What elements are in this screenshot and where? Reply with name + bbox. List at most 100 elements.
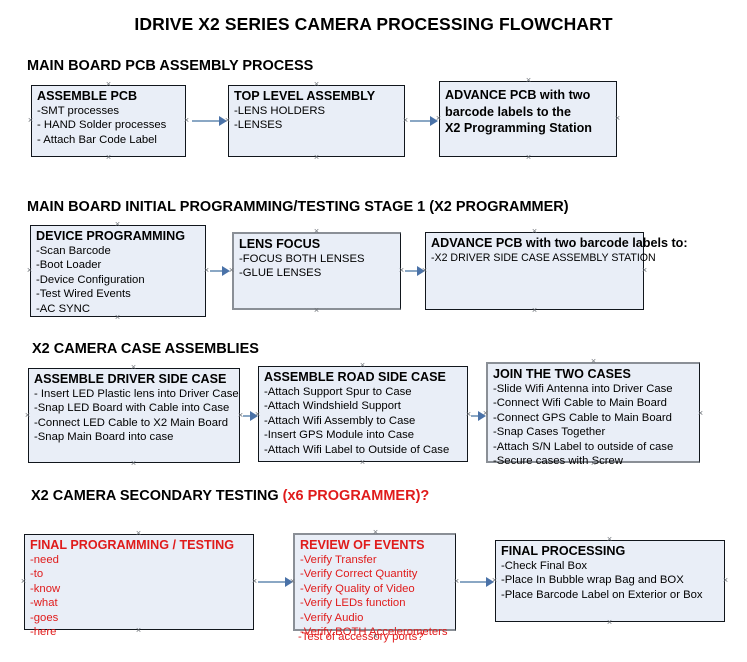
- section-heading-1-text: MAIN BOARD PCB ASSEMBLY PROCESS: [27, 58, 314, 74]
- resize-handle-right[interactable]: [183, 117, 190, 124]
- node-line: -Connect Wifi Cable to Main Board: [493, 397, 667, 410]
- node-title: TOP LEVEL ASSEMBLY: [234, 89, 376, 103]
- node-advance-pcb-station[interactable]: ADVANCE PCB with two barcode labels to t…: [439, 81, 617, 157]
- resize-handle-right[interactable]: [203, 267, 210, 274]
- node-line: -Snap Cases Together: [493, 426, 606, 439]
- resize-handle-left[interactable]: [435, 115, 442, 122]
- resize-handle-left[interactable]: [26, 267, 33, 274]
- resize-handle-left[interactable]: [289, 578, 296, 585]
- resize-handle-left[interactable]: [228, 267, 235, 274]
- node-line: -Slide Wifi Antenna into Driver Case: [493, 383, 673, 395]
- node-line: -Check Final Box: [501, 560, 588, 572]
- node-final-processing[interactable]: FINAL PROCESSING -Check Final Box -Place…: [495, 540, 725, 622]
- node-line: -SMT processes: [37, 105, 120, 117]
- resize-handle-right[interactable]: [251, 578, 258, 585]
- node-top-level-assembly[interactable]: TOP LEVEL ASSEMBLY -LENS HOLDERS -LENSES: [228, 85, 405, 157]
- connector-line: [243, 415, 255, 417]
- node-assemble-road-side-case[interactable]: ASSEMBLE ROAD SIDE CASE -Attach Support …: [258, 366, 468, 462]
- node-title: LENS FOCUS: [239, 237, 321, 251]
- resize-handle-top[interactable]: [359, 362, 366, 369]
- connector-arrowhead: [219, 116, 227, 126]
- resize-handle-left[interactable]: [491, 577, 498, 584]
- resize-handle-top[interactable]: [313, 228, 320, 235]
- node-title: ASSEMBLE PCB: [37, 89, 138, 103]
- section-heading-1: MAIN BOARD PCB ASSEMBLY PROCESS: [27, 58, 313, 74]
- node-line: -AC SYNC: [36, 302, 90, 315]
- connector-line: [192, 120, 221, 122]
- resize-handle-bottom[interactable]: [359, 459, 366, 466]
- node-lens-focus[interactable]: LENS FOCUS -FOCUS BOTH LENSES -GLUE LENS…: [232, 232, 401, 310]
- resize-handle-bottom[interactable]: [313, 154, 320, 161]
- node-line: -Verify Transfer: [300, 554, 377, 566]
- resize-handle-bottom[interactable]: [313, 307, 320, 314]
- node-title: FINAL PROCESSING: [501, 544, 626, 558]
- resize-handle-left[interactable]: [421, 267, 428, 274]
- section-heading-4-red-text: (x6 PROGRAMMER)?: [282, 488, 430, 504]
- resize-handle-left[interactable]: [20, 578, 27, 585]
- node-final-programming-testing[interactable]: FINAL PROGRAMMING / TESTING -need -to -k…: [24, 534, 254, 638]
- node-line: -know: [30, 582, 61, 595]
- connector-line: [405, 270, 419, 272]
- node-title: FINAL PROGRAMMING / TESTING: [30, 538, 235, 552]
- resize-handle-left[interactable]: [24, 412, 31, 419]
- section-heading-4-text: X2 CAMERA SECONDARY TESTING: [31, 488, 283, 504]
- resize-handle-top[interactable]: [606, 536, 613, 543]
- section-heading-3-text: X2 CAMERA CASE ASSEMBLIES: [32, 341, 259, 357]
- section-heading-3: X2 CAMERA CASE ASSEMBLIES: [32, 341, 259, 357]
- connector-line: [210, 270, 224, 272]
- connector-arrowhead: [486, 577, 494, 587]
- node-assemble-pcb[interactable]: ASSEMBLE PCB -SMT processes - HAND Solde…: [31, 85, 186, 157]
- node-line: -here: [30, 626, 57, 639]
- resize-handle-bottom[interactable]: [531, 307, 538, 314]
- node-line: -Scan Barcode: [36, 245, 111, 257]
- resize-handle-right[interactable]: [402, 117, 409, 124]
- resize-handle-bottom[interactable]: [135, 627, 142, 634]
- resize-handle-bottom[interactable]: [606, 619, 613, 626]
- resize-handle-top[interactable]: [590, 358, 597, 365]
- resize-handle-bottom[interactable]: [130, 460, 137, 467]
- connector-arrowhead: [222, 266, 230, 276]
- resize-handle-bottom[interactable]: [105, 154, 112, 161]
- node-line: -LENSES: [234, 119, 283, 132]
- resize-handle-bottom[interactable]: [372, 633, 379, 640]
- resize-handle-bottom[interactable]: [114, 314, 121, 321]
- resize-handle-right[interactable]: [697, 410, 704, 417]
- node-line: -Test Wired Events: [36, 288, 131, 301]
- node-review-of-events[interactable]: REVIEW OF EVENTS -Verify Transfer -Verif…: [293, 533, 456, 638]
- resize-handle-right[interactable]: [453, 578, 460, 585]
- node-title: DEVICE PROGRAMMING: [36, 229, 186, 243]
- resize-handle-right[interactable]: [398, 267, 405, 274]
- node-line: -Verify LEDs function: [300, 597, 406, 610]
- resize-handle-top[interactable]: [105, 81, 112, 88]
- resize-handle-top[interactable]: [525, 77, 532, 84]
- resize-handle-left[interactable]: [482, 410, 489, 417]
- resize-handle-bottom[interactable]: [525, 154, 532, 161]
- resize-handle-top[interactable]: [313, 81, 320, 88]
- node-line: -Verify Audio: [300, 611, 364, 624]
- resize-handle-right[interactable]: [641, 267, 648, 274]
- node-line: -goes: [30, 611, 59, 624]
- resize-handle-left[interactable]: [224, 117, 231, 124]
- node-assemble-driver-side-case[interactable]: ASSEMBLE DRIVER SIDE CASE - Insert LED P…: [28, 368, 240, 463]
- node-line: - Attach Bar Code Label: [37, 133, 157, 146]
- resize-handle-right[interactable]: [614, 115, 621, 122]
- resize-handle-top[interactable]: [135, 530, 142, 537]
- resize-handle-right[interactable]: [722, 577, 729, 584]
- resize-handle-top[interactable]: [114, 221, 121, 228]
- node-line: -Attach Windshield Support: [264, 400, 401, 413]
- resize-handle-top[interactable]: [130, 364, 137, 371]
- connector-arrowhead: [430, 116, 438, 126]
- node-join-the-two-cases[interactable]: JOIN THE TWO CASES -Slide Wifi Antenna i…: [486, 362, 700, 467]
- resize-handle-top[interactable]: [531, 228, 538, 235]
- node-line: -Verify Correct Quantity: [300, 568, 418, 581]
- section-heading-2-text: MAIN BOARD INITIAL PROGRAMMING/TESTING S…: [27, 199, 569, 215]
- node-device-programming[interactable]: DEVICE PROGRAMMING -Scan Barcode -Boot L…: [30, 225, 206, 317]
- resize-handle-top[interactable]: [372, 529, 379, 536]
- node-overflow-line: -Test of accessory ports?: [298, 631, 424, 643]
- node-advance-pcb-driver-side[interactable]: ADVANCE PCB with two barcode labels to: …: [425, 232, 688, 310]
- resize-handle-left[interactable]: [254, 411, 261, 418]
- node-line: -Attach Wifi Assembly to Case: [264, 414, 416, 427]
- node-title: REVIEW OF EVENTS: [300, 538, 425, 552]
- resize-handle-left[interactable]: [27, 117, 34, 124]
- resize-handle-bottom[interactable]: [590, 460, 597, 467]
